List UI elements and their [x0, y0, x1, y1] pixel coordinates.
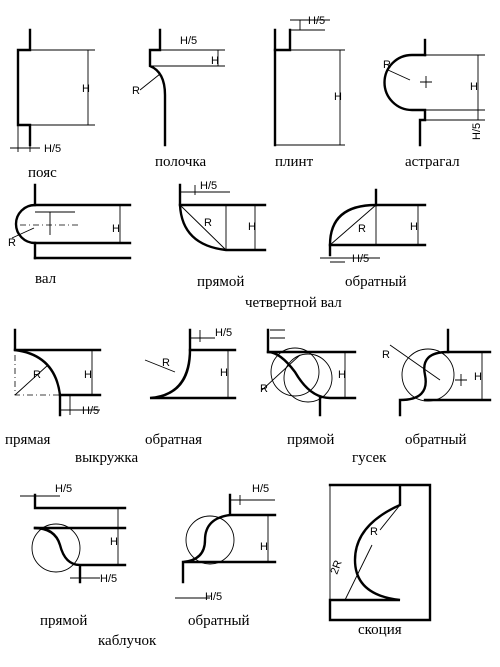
- dim-h5: H/5: [471, 123, 483, 140]
- dim-h: H: [84, 369, 92, 381]
- dim-2r: 2R: [329, 559, 345, 576]
- profile-vykr-pryamaya-drawing: R H H/5: [13, 328, 102, 417]
- label-vykr-pryamaya: прямая: [5, 432, 51, 448]
- label-chetv-group: четвертной вал: [245, 295, 342, 311]
- dim-h: H: [248, 221, 256, 233]
- dim-h: H: [474, 371, 482, 383]
- label-gusek-group: гусек: [352, 450, 387, 466]
- dim-h5: H/5: [200, 180, 217, 192]
- dim-h: H: [112, 223, 120, 235]
- dim-h5: H/5: [100, 573, 117, 585]
- dim-h: H: [260, 541, 268, 553]
- profile-chetv-obratny-drawing: R H H/5: [320, 188, 427, 265]
- profile-chetv-pryamoy-drawing: R H H/5: [178, 180, 267, 252]
- label-kabl-group: каблучок: [98, 633, 157, 649]
- dim-r: R: [383, 59, 391, 71]
- dim-h: H: [410, 221, 418, 233]
- dim-h5: H/5: [215, 327, 232, 339]
- dim-h: H: [334, 91, 342, 103]
- dim-h5: H/5: [252, 483, 269, 495]
- label-gusek-obratny: обратный: [405, 432, 467, 448]
- profile-astragal-drawing: R H H/5: [383, 38, 485, 147]
- label-poyas: пояс: [28, 165, 57, 181]
- dim-h: H: [220, 367, 228, 379]
- dim-r: R: [370, 526, 378, 538]
- label-val: вал: [35, 271, 57, 287]
- profile-vykr-obratnaya-drawing: R H H/5: [144, 327, 237, 400]
- dim-r: R: [8, 237, 16, 249]
- dim-r: R: [382, 349, 390, 361]
- profile-gusek-obratny-drawing: R H: [382, 328, 492, 417]
- dim-r: R: [260, 383, 268, 395]
- profile-plint-drawing: H H/5: [273, 15, 345, 147]
- dim-r: R: [33, 369, 41, 381]
- dim-h5: H/5: [205, 591, 222, 603]
- dim-r: R: [132, 85, 140, 97]
- dim-h: H: [338, 369, 346, 381]
- label-kabl-obratny: обратный: [188, 613, 250, 629]
- profile-skotsiya-drawing: R 2R: [329, 483, 432, 622]
- label-chetv-pryamoy: прямой: [197, 274, 245, 290]
- label-vykr-group: выкружка: [75, 450, 139, 466]
- profile-val-drawing: R H: [8, 183, 132, 260]
- profile-poyas-drawing: H H/5: [10, 28, 95, 155]
- dim-h: H: [110, 536, 118, 548]
- dim-h5: H/5: [180, 35, 197, 47]
- dim-r: R: [204, 217, 212, 229]
- dim-r: R: [358, 223, 366, 235]
- label-skotsiya: скоция: [358, 622, 402, 638]
- dim-r: R: [162, 357, 170, 369]
- label-chetv-obratny: обратный: [345, 274, 407, 290]
- dim-h: H: [82, 83, 90, 95]
- dim-h: H: [470, 81, 478, 93]
- label-vykr-obratnaya: обратная: [145, 432, 203, 448]
- label-kabl-pryamoy: прямой: [40, 613, 88, 629]
- dim-h5: H/5: [44, 143, 61, 155]
- profile-kabl-obratny-drawing: H H/5 H/5: [175, 483, 277, 603]
- label-astragal: астрагал: [405, 154, 460, 170]
- dim-h5: H/5: [352, 253, 369, 265]
- dim-h: H: [211, 55, 219, 67]
- label-polochka: полочка: [155, 154, 207, 170]
- profile-kabl-pryamoy-drawing: H H/5 H/5: [20, 483, 127, 585]
- dim-h5: H/5: [82, 405, 99, 417]
- dim-h5: H/5: [55, 483, 72, 495]
- label-gusek-pryamoy: прямой: [287, 432, 335, 448]
- profile-gusek-pryamoy-drawing: R H: [260, 328, 357, 417]
- label-plint: плинт: [275, 154, 314, 170]
- profile-polochka-drawing: R H H/5: [132, 28, 225, 147]
- dim-h5: H/5: [308, 15, 325, 27]
